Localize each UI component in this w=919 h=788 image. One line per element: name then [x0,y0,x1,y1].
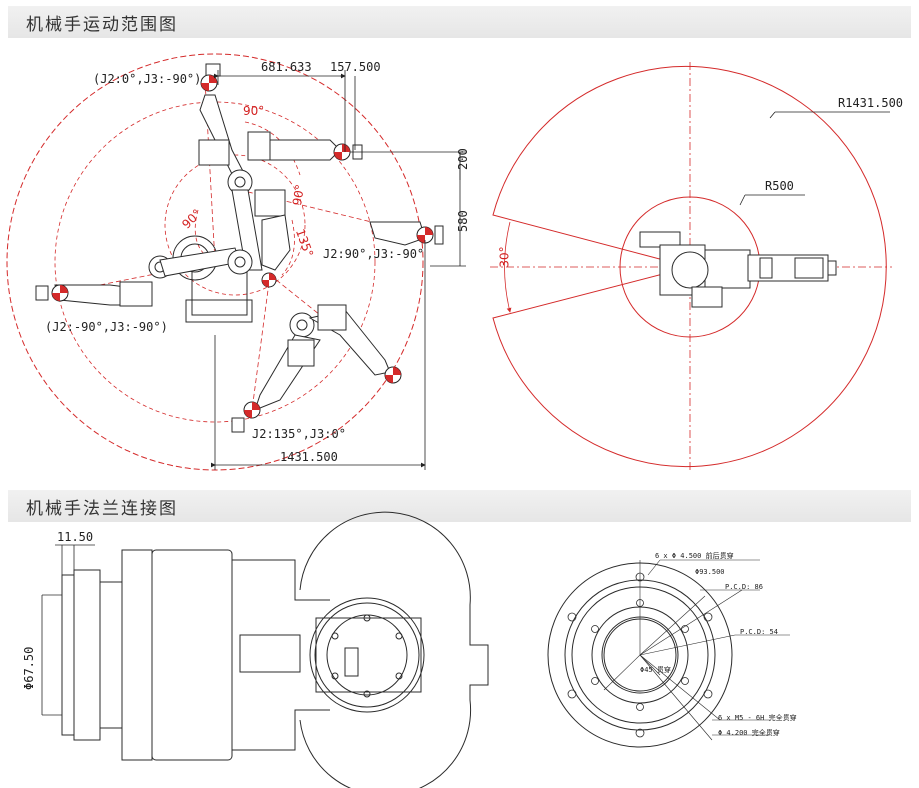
angle-label-1: 90° [243,104,265,118]
motion-section-title: 机械手运动范围图 [26,15,178,35]
callout-holes-bottom-1: 6 x M5 - 6H 完全贯穿 [718,714,797,722]
callout-holes-top: 6 x Φ 4.500 前后贯穿 [655,552,734,560]
motion-section-bar [8,6,911,38]
dim-height-b: 580 [456,210,470,232]
gap-angle-label: 30° [497,246,512,268]
top-view-workspace [492,66,887,467]
motion-range-diagram [6,53,466,471]
callout-pcd-86: P.C.D: 86 [725,583,763,591]
dim-reach-b: 157.500 [330,60,381,74]
callout-pcd-54: P.C.D: 54 [740,628,778,636]
inner-radius-label: R500 [765,179,794,193]
flange-thickness-label: 11.50 [57,530,94,544]
flange-front-view [547,559,790,748]
flange-section-title: 机械手法兰连接图 [26,499,178,519]
pose-label-bottom: J2:135°,J3:0° [252,427,346,441]
outer-radius-label: R1431.500 [838,96,904,110]
flange-diameter-label: Φ67.50 [22,646,36,690]
dim-reach-a: 681.633 [261,60,312,74]
reach-circle-mid [54,101,376,423]
end-effector-markers [51,74,434,419]
callout-outer-dia: Φ93.500 [695,568,725,576]
callout-holes-bottom-2: Φ 4.200 完全贯穿 [718,729,780,737]
flange-section-bar [8,490,911,522]
flange-side-view [41,511,489,788]
top-view-diagram [490,62,892,470]
callout-center-bore: Φ45 贯穿 [640,666,671,674]
pose-label-top: (J2:0°,J3:-90°) [93,72,202,86]
pose-label-left: (J2:-90°,J3:-90°) [45,320,168,334]
dim-width-bottom: 1431.500 [280,450,338,464]
pose-label-right: J2:90°,J3:-90° [323,247,425,261]
dim-height-a: 200 [456,148,470,170]
